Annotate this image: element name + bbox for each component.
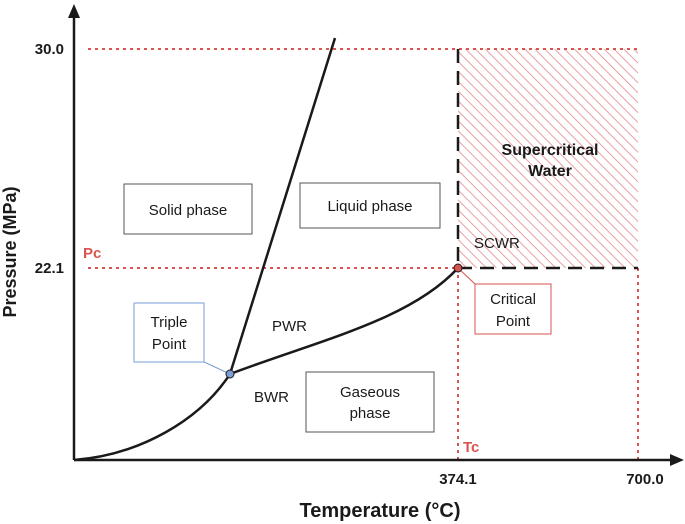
triple-point-connector <box>203 361 231 375</box>
y-axis-title: Pressure (MPa) <box>0 186 20 317</box>
supercritical-boundary <box>456 49 638 270</box>
y-axis-arrow-icon <box>68 4 80 18</box>
liquid-phase-label: Liquid phase <box>327 198 412 215</box>
scwr-label: SCWR <box>474 235 520 252</box>
pc-label: Pc <box>83 245 101 262</box>
x-axis-arrow-icon <box>670 454 684 466</box>
triple-point-label-line1: Triple <box>151 314 188 331</box>
supercritical-label-line1: Supercritical <box>502 142 599 159</box>
pwr-label: PWR <box>272 318 307 335</box>
x-tick-700: 700.0 <box>626 471 664 488</box>
y-tick-30: 30.0 <box>35 41 64 58</box>
solid-phase-box <box>123 183 253 235</box>
sublimation-curve <box>73 373 232 462</box>
gaseous-phase-label-line1: Gaseous <box>340 384 400 401</box>
y-tick-22: 22.1 <box>35 260 64 277</box>
axes <box>72 14 676 462</box>
x-tick-374: 374.1 <box>439 471 477 488</box>
liquid-phase-box <box>299 182 441 229</box>
critical-point-box <box>474 283 552 335</box>
gaseous-phase-box <box>305 371 435 433</box>
supercritical-label-line2: Water <box>528 163 572 180</box>
triple-point-box <box>133 302 205 363</box>
triple-point-marker <box>225 369 235 379</box>
phase-curves <box>73 37 459 462</box>
melting-curve <box>228 37 337 375</box>
gaseous-phase-label-line2: phase <box>350 405 391 422</box>
critical-point-label-line1: Critical <box>490 291 536 308</box>
tc-label: Tc <box>463 439 479 456</box>
x-axis-title: Temperature (°C) <box>300 500 461 522</box>
reference-lines <box>88 48 639 460</box>
critical-point-label-line2: Point <box>496 313 531 330</box>
supercritical-region <box>458 49 638 268</box>
vaporization-curve <box>229 267 459 376</box>
triple-point-label-line2: Point <box>152 336 187 353</box>
solid-phase-label: Solid phase <box>149 202 227 219</box>
critical-point-marker <box>453 263 463 273</box>
bwr-label: BWR <box>254 389 289 406</box>
